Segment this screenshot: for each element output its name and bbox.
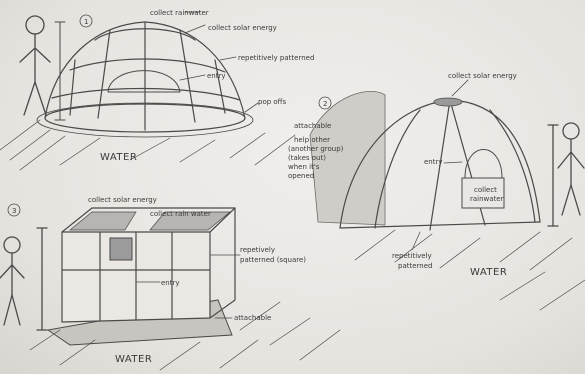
- sketch-3-repetitively-2: patterned (square): [240, 256, 306, 264]
- sketch-1-repetitively-patterned: repetitively patterned: [238, 54, 314, 62]
- sketch-2-dome: 2: [288, 72, 585, 310]
- stick-figure-right-2: [548, 123, 584, 226]
- sketch-2-help-other-3: (takes out): [288, 154, 326, 162]
- sketch-1-collect-solar: collect solar energy: [208, 24, 277, 32]
- sketch-2-collect-rainwater-1: collect: [474, 186, 497, 194]
- sketch-2-water: WATER: [470, 267, 507, 278]
- sketch-2-collect-rainwater-2: rainwater: [470, 195, 504, 203]
- sketch-2-help-other-4: when it's: [288, 163, 320, 171]
- sketch-2-repetitively-2: patterned: [398, 262, 432, 270]
- sketch-1-collect-rainwater: collect rainwater: [150, 9, 209, 17]
- sketch-2-help-other-2: (another group): [288, 145, 344, 153]
- sketch-1-number: 1: [84, 18, 88, 26]
- sketch-3-repetitively-1: repetively: [240, 246, 275, 254]
- sketch-2-entry-label: entry: [424, 158, 443, 166]
- sketch-3-attachable: attachable: [234, 314, 271, 322]
- sketch-3-entry-label: entry: [161, 279, 180, 287]
- sketch-2-collect-solar: collect solar energy: [448, 72, 517, 80]
- sketch-3-collect-solar: collect solar energy: [88, 196, 157, 204]
- stick-figure-left-3: [0, 228, 47, 330]
- sketch-2-attachable: attachable: [294, 122, 331, 130]
- sketch-3-box: 3: [0, 196, 340, 370]
- sketch-1-dome: 1 collect rainwater collect solar energy…: [0, 9, 314, 170]
- sketch-1-entry-label: entry: [207, 72, 226, 80]
- sketch-1-water: WATER: [100, 152, 137, 163]
- height-marker-1: [55, 22, 65, 120]
- sketch-2-help-other-1: help other: [294, 136, 330, 144]
- sketch-2-repetitively-1: repetitively: [392, 252, 432, 260]
- stick-figure-left-1: [20, 16, 50, 115]
- sketch-2-number: 2: [323, 100, 327, 108]
- ground-hatching-1: [0, 120, 295, 170]
- sketch-2-help-other-5: opened: [288, 172, 314, 180]
- sketch-3-collect-rain: collect rain water: [150, 210, 211, 218]
- sketch-3-water: WATER: [115, 354, 152, 365]
- sketch-1-pop-offs: pop offs: [258, 98, 287, 106]
- sketch-3-number: 3: [12, 207, 16, 215]
